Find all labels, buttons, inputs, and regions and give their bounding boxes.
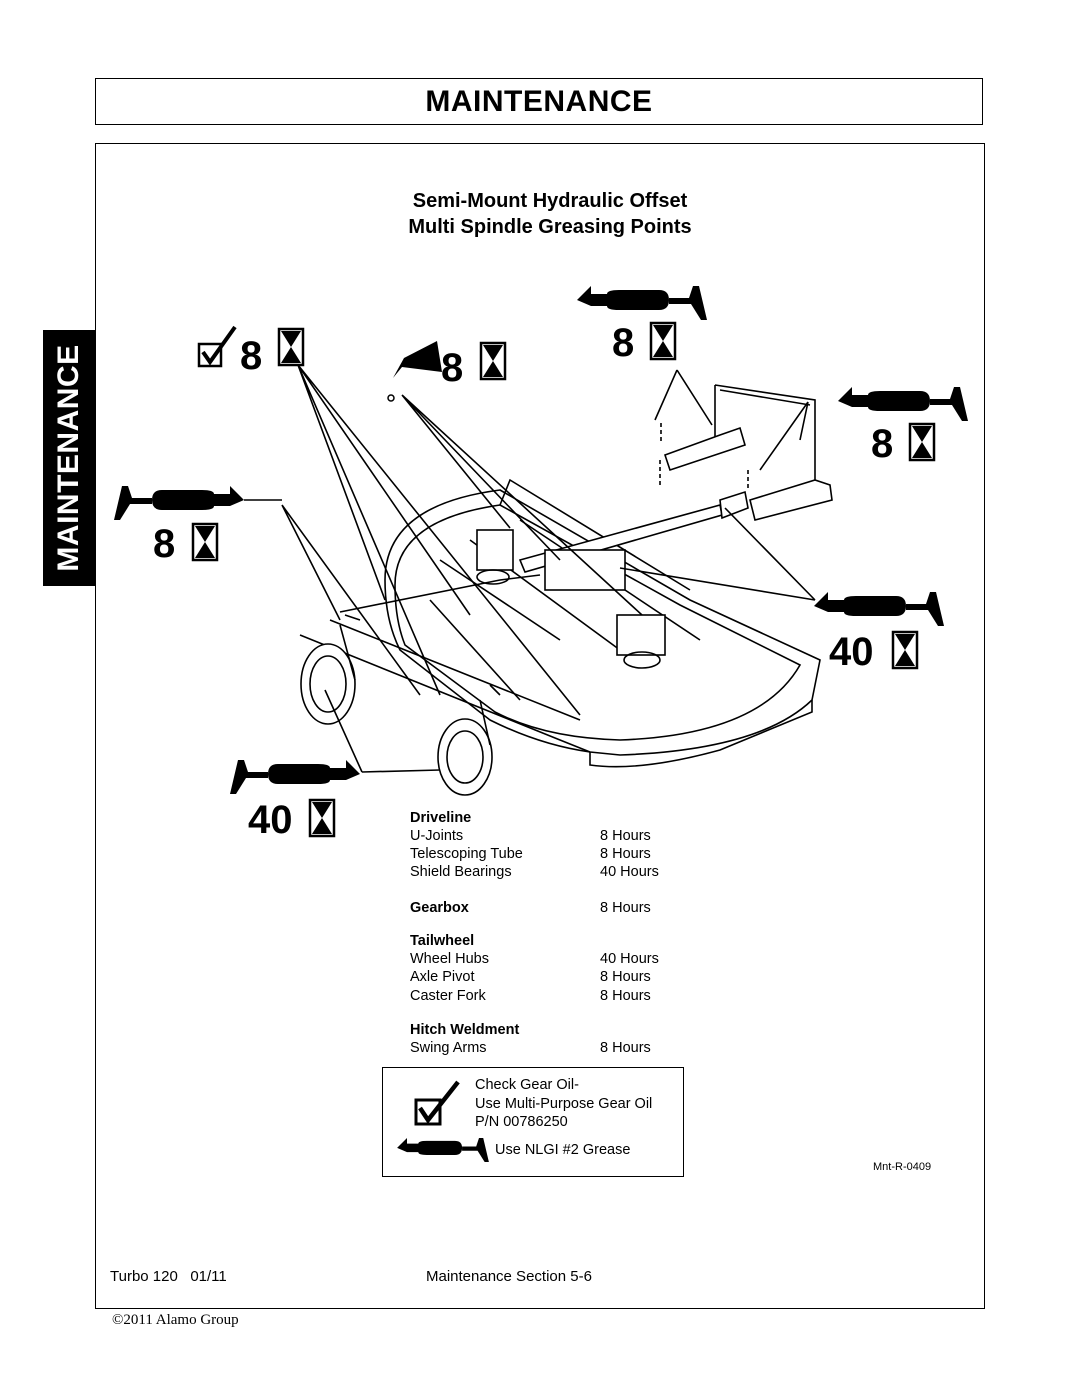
schedule-value: 8 Hours bbox=[600, 900, 651, 916]
copyright: ©2011 Alamo Group bbox=[112, 1312, 239, 1328]
schedule-row: Gearbox 8 Hours bbox=[410, 900, 710, 918]
schedule-row: Telescoping Tube 8 Hours bbox=[410, 846, 710, 864]
schedule-label: Wheel Hubs bbox=[410, 951, 489, 967]
checkbox-icon bbox=[414, 1080, 460, 1126]
page-header: MAINTENANCE bbox=[95, 78, 983, 125]
figure-id: Mnt-R-0409 bbox=[873, 1161, 932, 1173]
schedule-label: U-Joints bbox=[410, 828, 464, 844]
schedule-value: 8 Hours bbox=[600, 1040, 651, 1056]
footer-model-date: Turbo 120 01/11 bbox=[110, 1268, 227, 1285]
oil-can-icon bbox=[393, 341, 442, 378]
legend-line3: P/N 00786250 bbox=[475, 1114, 568, 1130]
schedule-label: Shield Bearings bbox=[410, 864, 512, 880]
schedule-label: Caster Fork bbox=[410, 988, 486, 1004]
legend-line4: Use NLGI #2 Grease bbox=[495, 1142, 631, 1158]
grease-right-callout: 8 bbox=[838, 387, 968, 466]
schedule-value: 40 Hours bbox=[600, 864, 659, 880]
schedule-row: Driveline bbox=[410, 810, 710, 828]
section-side-tab: MAINTENANCE bbox=[43, 330, 95, 586]
legend-line1: Check Gear Oil- bbox=[475, 1077, 579, 1093]
leader-lines bbox=[244, 364, 816, 773]
grease-driveline-callout: 40 bbox=[814, 592, 944, 674]
schedule-row: Axle Pivot 8 Hours bbox=[410, 969, 710, 987]
grease-gun-icon bbox=[230, 760, 360, 794]
schedule-value: 8 Hours bbox=[600, 846, 651, 862]
gear-oil-callout: 8 bbox=[197, 325, 305, 378]
grease-gun-icon bbox=[814, 592, 944, 626]
grease-wheel-hours: 40 bbox=[248, 798, 293, 842]
schedule-label: Telescoping Tube bbox=[410, 846, 523, 862]
footer-section: Maintenance Section 5-6 bbox=[426, 1268, 592, 1285]
grease-right-hours: 8 bbox=[871, 422, 893, 466]
schedule-label: Swing Arms bbox=[410, 1040, 487, 1056]
schedule-row: Wheel Hubs 40 Hours bbox=[410, 951, 710, 969]
schedule-label: Driveline bbox=[410, 810, 472, 826]
schedule-row: Tailwheel bbox=[410, 933, 710, 951]
grease-top-hours: 8 bbox=[612, 321, 634, 365]
schedule-row: Hitch Weldment bbox=[410, 1022, 710, 1040]
grease-gun-icon bbox=[838, 387, 968, 421]
schedule-label: Hitch Weldment bbox=[410, 1022, 520, 1038]
grease-left-callout: 8 bbox=[114, 486, 244, 566]
grease-top-callout: 8 bbox=[577, 286, 707, 365]
schedule-value: 8 Hours bbox=[600, 969, 651, 985]
grease-wheel-callout: 40 bbox=[230, 760, 360, 842]
schedule-value: 8 Hours bbox=[600, 988, 651, 1004]
schedule-value: 40 Hours bbox=[600, 951, 659, 967]
grease-left-hours: 8 bbox=[153, 522, 175, 566]
schedule-row: Shield Bearings 40 Hours bbox=[410, 864, 710, 882]
schedule-row: Caster Fork 8 Hours bbox=[410, 988, 710, 1006]
legend-box: Check Gear Oil- Use Multi-Purpose Gear O… bbox=[382, 1067, 684, 1177]
grease-gun-icon bbox=[397, 1138, 489, 1162]
schedule-row: Swing Arms 8 Hours bbox=[410, 1040, 710, 1058]
schedule-label: Axle Pivot bbox=[410, 969, 475, 985]
schedule-label: Gearbox bbox=[410, 900, 469, 916]
schedule-label: Tailwheel bbox=[410, 933, 475, 949]
schedule-row: U-Joints 8 Hours bbox=[410, 828, 710, 846]
legend-line2: Use Multi-Purpose Gear Oil bbox=[475, 1096, 653, 1112]
gear-oil-hours: 8 bbox=[240, 334, 262, 378]
grease-gun-icon bbox=[114, 486, 244, 520]
mower-deck-drawing bbox=[299, 384, 833, 796]
grease-gun-icon bbox=[577, 286, 707, 320]
schedule-value: 8 Hours bbox=[600, 828, 651, 844]
grease-driveline-hours: 40 bbox=[829, 630, 874, 674]
content-frame bbox=[95, 143, 985, 1309]
checkbox-icon bbox=[197, 342, 223, 368]
figure-title-line1: Semi-Mount Hydraulic Offset bbox=[412, 190, 688, 212]
page-title: MAINTENANCE bbox=[425, 84, 653, 118]
oil-can-hours: 8 bbox=[441, 346, 463, 390]
oil-can-callout: 8 bbox=[387, 341, 507, 402]
figure-title-line2: Multi Spindle Greasing Points bbox=[408, 216, 692, 238]
